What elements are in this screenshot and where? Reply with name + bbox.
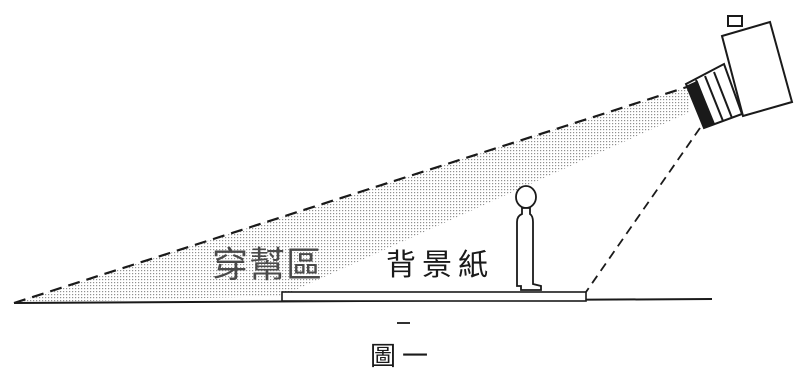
camera-icon	[684, 15, 794, 130]
backdrop-paper-label: 背景紙	[386, 248, 494, 283]
figure-caption: 圖一	[370, 342, 435, 372]
person-silhouette-icon	[515, 185, 542, 291]
exposed-zone-label: 穿幫區	[212, 245, 324, 286]
upper-sight-line	[13, 84, 691, 305]
lower-sight-line	[585, 127, 701, 293]
backdrop-paper	[281, 291, 587, 302]
